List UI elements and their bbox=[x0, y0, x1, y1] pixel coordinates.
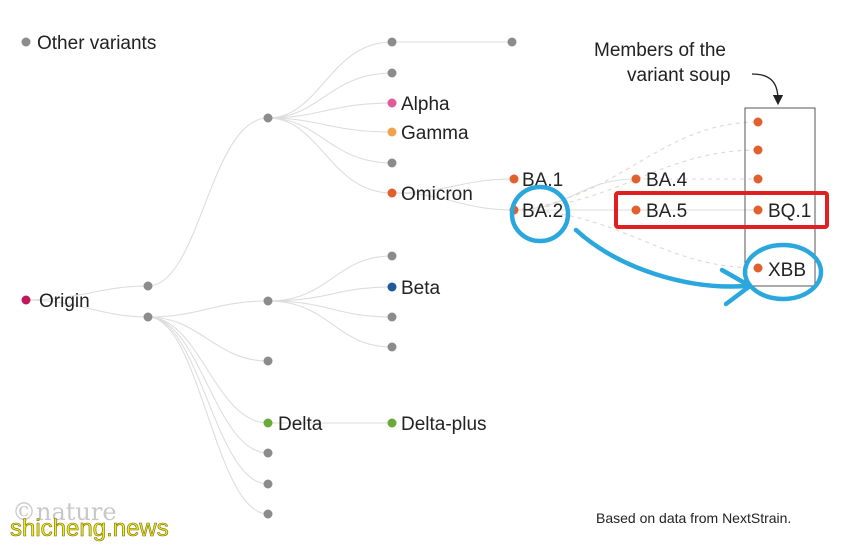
soup-annotation-arrow bbox=[751, 73, 784, 106]
node-other bbox=[263, 479, 273, 489]
node-xbb bbox=[753, 263, 763, 273]
watermark: shicheng.news bbox=[10, 515, 169, 542]
node-other bbox=[387, 158, 397, 168]
label-ba4: BA.4 bbox=[646, 170, 688, 191]
soup-annotation-line1: Members of the bbox=[594, 40, 726, 61]
label-bq1: BQ.1 bbox=[768, 201, 811, 222]
node-gamma bbox=[387, 127, 397, 137]
omicron-subvariant-nodes bbox=[509, 117, 763, 273]
node-other bbox=[263, 448, 273, 458]
label-origin: Origin bbox=[39, 291, 90, 312]
node-ba1 bbox=[509, 174, 519, 184]
node-other bbox=[507, 37, 517, 47]
node-soup-1 bbox=[753, 117, 763, 127]
node-omicron bbox=[387, 188, 397, 198]
highlight-xbb-circle bbox=[742, 242, 824, 302]
highlight-arrow-head bbox=[719, 267, 753, 307]
node-ba4 bbox=[631, 174, 641, 184]
node-delta bbox=[263, 418, 273, 428]
label-delta-plus: Delta-plus bbox=[401, 414, 487, 435]
soup-annotation-line2: variant soup bbox=[627, 65, 731, 86]
highlight-ba2-circle bbox=[509, 184, 571, 244]
node-other bbox=[387, 37, 397, 47]
node-soup-2 bbox=[753, 145, 763, 155]
node-other bbox=[387, 251, 397, 261]
label-ba5: BA.5 bbox=[646, 201, 687, 222]
node-other bbox=[387, 68, 397, 78]
node-other bbox=[263, 296, 273, 306]
highlight-red-box bbox=[614, 191, 829, 229]
label-ba2: BA.2 bbox=[522, 201, 563, 222]
node-origin bbox=[21, 295, 31, 305]
node-other bbox=[387, 312, 397, 322]
label-omicron: Omicron bbox=[401, 184, 473, 205]
label-xbb: XBB bbox=[768, 260, 806, 281]
variant-soup-box bbox=[744, 107, 816, 287]
node-soup-3 bbox=[753, 174, 763, 184]
node-other bbox=[263, 509, 273, 519]
legend-other-variants: Other variants bbox=[37, 33, 156, 54]
label-alpha: Alpha bbox=[401, 94, 450, 115]
node-other bbox=[143, 281, 153, 291]
node-alpha bbox=[387, 98, 397, 108]
label-beta: Beta bbox=[401, 278, 441, 299]
nature-logo: ©nature bbox=[12, 498, 117, 526]
source-note: Based on data from NextStrain. bbox=[596, 510, 791, 526]
node-ba5 bbox=[631, 205, 641, 215]
node-other bbox=[143, 312, 153, 322]
node-beta bbox=[387, 282, 397, 292]
highlight-arrow bbox=[573, 227, 749, 289]
label-gamma: Gamma bbox=[401, 123, 469, 144]
legend-dot bbox=[21, 37, 31, 47]
tree-edges bbox=[25, 41, 759, 515]
label-delta: Delta bbox=[278, 414, 323, 435]
other-variant-nodes bbox=[143, 37, 517, 519]
node-other bbox=[263, 113, 273, 123]
node-other bbox=[387, 342, 397, 352]
node-bq1 bbox=[753, 205, 763, 215]
node-other bbox=[263, 356, 273, 366]
node-delta-plus bbox=[387, 418, 397, 428]
